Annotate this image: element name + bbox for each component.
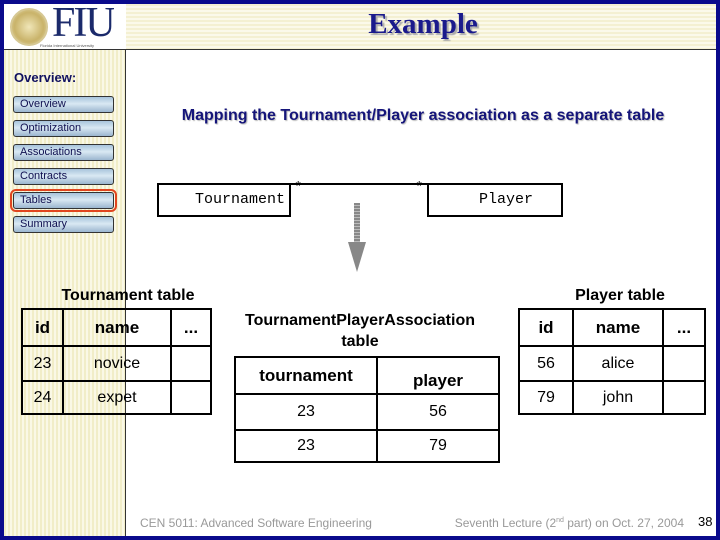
sidebar-item-summary[interactable]: Summary (13, 216, 114, 233)
cell: 23 (21, 345, 64, 382)
header-id: id (21, 308, 64, 347)
footer-course: CEN 5011: Advanced Software Engineering (140, 516, 372, 530)
association-title-line1: TournamentPlayerAssociation (245, 312, 475, 329)
down-arrow-icon (348, 242, 366, 272)
association-title-line2: table (341, 333, 379, 350)
association-table-title: TournamentPlayerAssociation table (220, 310, 500, 352)
sidebar-item-optimization[interactable]: Optimization (13, 120, 114, 137)
sidebar (0, 0, 126, 540)
footer-lecture: Seventh Lecture (2nd part) on Oct. 27, 2… (455, 516, 684, 530)
cell: alice (572, 345, 664, 382)
cell: 79 (518, 380, 574, 415)
tournament-table-title: Tournament table (61, 287, 195, 304)
cell: 24 (21, 380, 64, 415)
header-strip (126, 0, 720, 50)
cell: 56 (376, 393, 500, 431)
logo-text: FIU (52, 4, 114, 42)
lecture-text: Seventh Lecture (2 (454, 516, 557, 530)
left-multiplicity: * (294, 180, 303, 196)
right-multiplicity: * (415, 180, 424, 196)
player-table-title: Player table (575, 287, 665, 304)
header-more: ... (170, 308, 212, 347)
logo-subtext: Florida International University (40, 43, 95, 48)
uml-class-tournament: Tournament (157, 183, 291, 217)
cell: expet (62, 380, 172, 415)
uml-class-player: Player (427, 183, 563, 217)
lecture-sup: nd (556, 517, 564, 524)
page-number: 38 (698, 514, 713, 529)
header-name: name (572, 308, 664, 347)
header-id: id (518, 308, 574, 347)
cell: 23 (234, 393, 378, 431)
cell (170, 380, 212, 415)
cell: 79 (376, 429, 500, 463)
uml-association-line (290, 183, 427, 185)
sidebar-item-contracts[interactable]: Contracts (13, 168, 114, 185)
cell: 56 (518, 345, 574, 382)
sidebar-item-associations[interactable]: Associations (13, 144, 114, 161)
lecture-text-end: part) on Oct. 27, 2004 (563, 516, 684, 530)
cell: 23 (234, 429, 378, 463)
header-name: name (62, 308, 172, 347)
arrow-stem (354, 203, 360, 245)
seal-icon (10, 8, 48, 46)
fiu-logo: FIU Florida International University (4, 4, 126, 50)
sidebar-item-tables[interactable]: Tables (10, 189, 117, 212)
cell: john (572, 380, 664, 415)
cell (662, 345, 706, 382)
cell: novice (62, 345, 172, 382)
sidebar-heading: Overview: (14, 70, 77, 85)
sidebar-item-overview[interactable]: Overview (13, 96, 114, 113)
slide-subtitle: Mapping the Tournament/Player associatio… (181, 107, 665, 124)
cell (170, 345, 212, 382)
cell (662, 380, 706, 415)
header-player: player (376, 356, 500, 395)
header-tournament: tournament (234, 356, 378, 395)
header-more: ... (662, 308, 706, 347)
slide-title: Example (368, 8, 478, 40)
